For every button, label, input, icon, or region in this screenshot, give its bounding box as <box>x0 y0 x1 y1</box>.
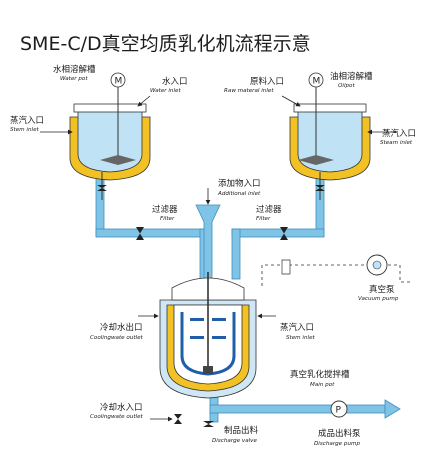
label-discharge-pump: 成品出料泵 <box>318 428 361 439</box>
label-steam-right: 蒸汽入口 <box>382 128 416 139</box>
pipe-right-horizontal <box>231 228 325 238</box>
water-pot-motor-label: M <box>115 77 123 87</box>
label-main-pot: 真空乳化搅拌槽 <box>290 369 350 380</box>
label-vacuum-pump-en: Vacuum pump <box>358 296 399 302</box>
label-water-inlet: 水入口 <box>162 76 188 87</box>
label-filter-left: 过滤器 <box>152 204 178 215</box>
water-inlet-arrow <box>137 95 151 107</box>
pipe-center-right <box>231 228 241 280</box>
label-steam-main: 蒸汽入口 <box>280 322 314 333</box>
label-steam-right-en: Steam inlet <box>380 140 413 146</box>
label-water-pot-en: Water pot <box>60 76 88 82</box>
label-filter-left-en: Filter <box>160 216 175 222</box>
water-pot: M <box>69 72 151 200</box>
water-pot-motor-icon <box>110 72 126 88</box>
water-pot-lid <box>73 103 147 113</box>
vacuum-line <box>261 264 366 286</box>
label-raw-inlet: 原料入口 <box>250 76 284 87</box>
label-cooling-inlet-en: Coolingwate outlet <box>90 414 144 420</box>
water-pot-impeller <box>100 155 136 165</box>
label-steam-left: 蒸汽入口 <box>10 115 44 126</box>
label-water-inlet-en: Water inlet <box>150 88 181 94</box>
main-pot-homogenizer <box>203 366 213 374</box>
label-main-pot-en: Main pot <box>310 382 335 388</box>
label-oil-pot: 油相溶解槽 <box>330 71 373 82</box>
water-pot-body <box>77 109 143 173</box>
oil-pot-motor-icon <box>308 72 324 88</box>
label-discharge-pump-en: Discharge pump <box>314 441 360 447</box>
label-raw-inlet-en: Raw materal inlet <box>224 88 274 94</box>
water-pot-valve-icon <box>97 185 107 191</box>
cooling-inlet-valve-icon <box>174 414 182 424</box>
diagram-title: SME-C/D真空均质乳化机流程示意 <box>20 33 311 55</box>
label-steam-left-en: Stem inlet <box>10 127 40 133</box>
label-vacuum-pump: 真空泵 <box>369 284 395 295</box>
vacuum-valve-icon <box>281 259 291 275</box>
label-cooling-inlet: 冷却水入口 <box>100 402 143 413</box>
raw-inlet-arrow <box>281 95 301 107</box>
oil-pot-motor-label: M <box>313 77 321 87</box>
discharge-arrow-head <box>384 399 401 419</box>
vacuum-pump-rotor <box>372 260 382 270</box>
oil-pot-valve-icon <box>315 185 325 191</box>
left-filter-valve-icon <box>136 227 144 240</box>
discharge-valve-icon <box>203 421 214 427</box>
main-pot <box>159 272 257 399</box>
label-cooling-outlet-en: Coolingwate outlet <box>90 335 144 341</box>
pipe-discharge-horizontal <box>209 404 386 414</box>
main-pot-blade-1 <box>190 318 204 321</box>
label-oil-pot-en: Oilpot <box>338 83 355 89</box>
oil-pot-body <box>297 109 363 173</box>
oil-pot-lid <box>293 103 367 113</box>
main-pot-blade-4 <box>212 336 226 339</box>
label-filter-right: 过滤器 <box>256 204 282 215</box>
label-cooling-outlet: 冷却水出口 <box>100 322 143 333</box>
label-discharge-valve-en: Discharge valve <box>212 438 257 444</box>
main-pot-blade-3 <box>190 336 204 339</box>
label-steam-main-en: Stem inlet <box>286 335 316 341</box>
oil-pot: M <box>289 72 371 200</box>
main-pot-blade-2 <box>212 318 226 321</box>
label-discharge-valve: 制品出料 <box>224 425 259 436</box>
right-filter-valve-icon <box>280 227 288 240</box>
oil-pot-impeller <box>298 155 334 165</box>
label-additional: 添加物入口 <box>218 178 261 189</box>
pipe-left-horizontal <box>95 228 209 238</box>
label-additional-en: Additional inlet <box>217 191 261 197</box>
labels: 水相溶解槽 Water pot 水入口 Water inlet 原料入口 Raw… <box>10 64 416 447</box>
label-water-pot: 水相溶解槽 <box>53 64 96 75</box>
vacuum-line-out <box>388 264 410 283</box>
discharge-pump-label: P <box>336 406 342 416</box>
discharge-pump-icon <box>330 400 348 418</box>
label-filter-right-en: Filter <box>256 216 271 222</box>
